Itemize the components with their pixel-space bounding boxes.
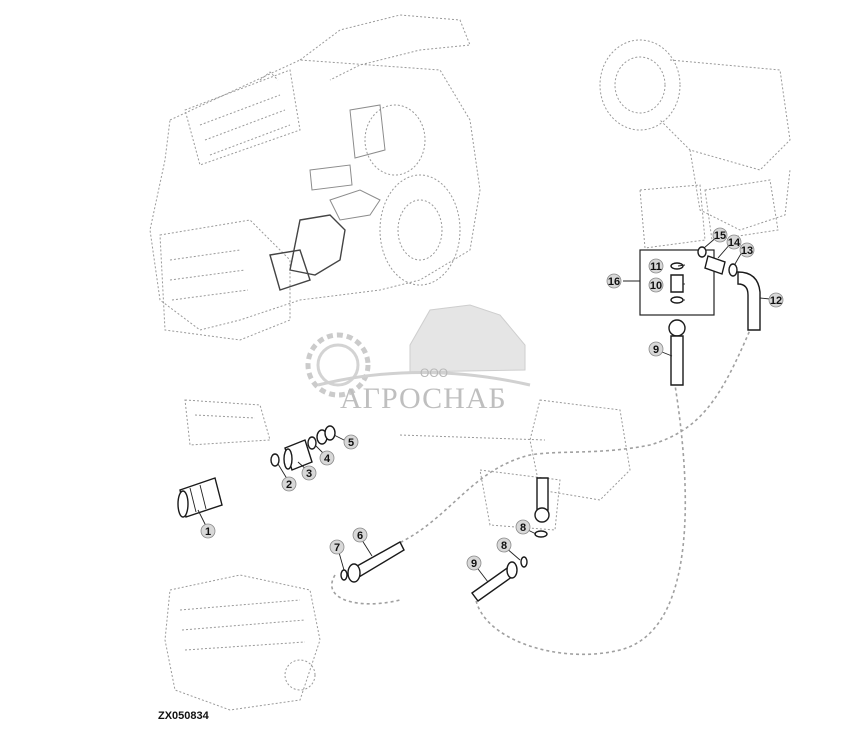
part-adapter-3: [283, 439, 313, 471]
part-oring-7: [340, 569, 348, 581]
callout-label: 8: [520, 522, 526, 534]
part-oring-2: [270, 453, 280, 467]
part-oring-4: [307, 436, 317, 450]
callout-label: 2: [286, 479, 292, 491]
callout-label: 10: [650, 280, 662, 292]
callout: 14: [726, 234, 742, 250]
callout: 8: [515, 519, 531, 535]
callout-label: 9: [471, 558, 477, 570]
callout-label: 11: [650, 261, 662, 273]
axle-outline: [599, 39, 791, 249]
part-oring-15: [697, 246, 707, 258]
callout: 16: [606, 273, 622, 289]
callout: 6: [352, 527, 368, 543]
callout: 2: [281, 476, 297, 492]
callout-label: 14: [728, 237, 741, 249]
part-oring-8-lower: [520, 556, 528, 568]
callout-label: 8: [501, 540, 507, 552]
callout-label: 7: [334, 542, 340, 554]
callout-label: 16: [608, 276, 620, 288]
part-tube-9-lower: [471, 561, 518, 602]
callout-label: 13: [741, 245, 753, 257]
callout-label: 12: [770, 295, 782, 307]
callout: 7: [329, 539, 345, 555]
tractor-outline: [149, 14, 481, 341]
figure-code: ZX050834: [158, 710, 209, 722]
callout: 15: [712, 227, 728, 243]
callout: 4: [319, 450, 335, 466]
part-fitting-1: [177, 477, 223, 518]
callout-label: 4: [324, 453, 331, 465]
callout: 11: [648, 258, 664, 274]
callout: 13: [739, 242, 755, 258]
callout: 12: [768, 292, 784, 308]
callout-label: 1: [205, 526, 211, 538]
callout-label: 6: [357, 530, 363, 542]
watermark-company: АГРОСНАБ: [340, 382, 507, 415]
callout: 3: [301, 465, 317, 481]
watermark-prefix: ООО: [420, 366, 448, 380]
part-tube-9-upper: [668, 319, 686, 386]
part-cap-5: [316, 425, 336, 445]
pump-outline: [164, 399, 321, 711]
part-elbow-12: [737, 271, 761, 331]
part-tube-6: [347, 541, 405, 583]
callout-label: 15: [714, 230, 726, 242]
watermark-logo: ООО АГРОСНАБ: [305, 304, 531, 415]
callout-label: 9: [653, 344, 659, 356]
frame-outline: [399, 399, 631, 531]
callout: 1: [200, 523, 216, 539]
part-tube-vertical: [534, 477, 550, 523]
callout: 5: [343, 434, 359, 450]
part-adapter-14: [704, 255, 726, 275]
callout-label: 5: [348, 437, 354, 449]
callout: 10: [648, 277, 664, 293]
group-16-box: [639, 249, 715, 316]
hose-routing: [331, 299, 756, 656]
callout-label: 3: [306, 468, 312, 480]
callout: 9: [648, 341, 664, 357]
part-oring-13: [728, 263, 738, 277]
callout: 9: [466, 555, 482, 571]
callout: 8: [496, 537, 512, 553]
part-oring-8-mid: [534, 530, 548, 538]
